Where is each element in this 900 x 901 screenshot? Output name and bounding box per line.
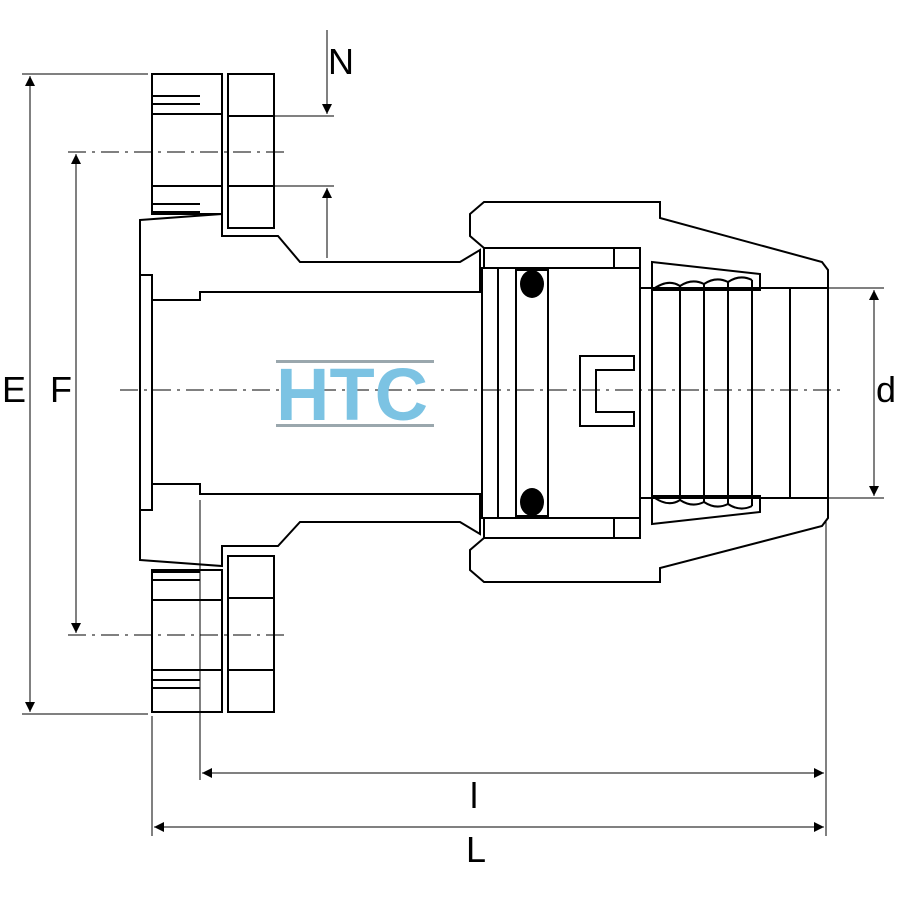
seal-carrier: [515, 269, 549, 517]
label-d: d: [876, 369, 896, 410]
label-F: F: [50, 369, 72, 410]
flange-upper-bolt-hole: [151, 113, 223, 187]
label-l: l: [470, 775, 478, 816]
nut-lower: [469, 497, 829, 583]
backing-ring-lower-bottom: [227, 669, 275, 713]
backing-ring-lower-top: [227, 555, 275, 599]
sleeve-lower: [483, 517, 615, 539]
nut-upper: [469, 201, 829, 289]
htc-logo: HTC: [276, 353, 434, 436]
flange-upper-top-block: [151, 73, 223, 115]
flange-upper-mid-block: [151, 185, 223, 215]
o-ring-lower: [520, 488, 544, 516]
grip-ring-upper: [651, 260, 761, 291]
backing-ring-upper-hole: [227, 115, 275, 187]
flange: [151, 73, 275, 713]
grip-ring-lower: [651, 495, 761, 526]
sleeve-upper: [483, 247, 615, 269]
backing-ring-lower-hole: [227, 597, 275, 671]
backing-ring-upper-top: [227, 73, 275, 117]
pipe-stop: [579, 355, 635, 427]
htc-logo-text: HTC: [276, 353, 428, 436]
fitting-bore: [481, 267, 641, 519]
label-N: N: [328, 41, 354, 82]
collet-rings: [651, 280, 791, 506]
flange-lower-bottom-block: [151, 669, 223, 713]
spigot-lower-wall: [139, 483, 481, 568]
backing-ring-upper-bottom: [227, 185, 275, 229]
spigot-body: [139, 212, 481, 568]
spigot-upper-wall: [139, 212, 481, 301]
o-ring-upper: [520, 270, 544, 298]
dimensions: [22, 30, 884, 836]
compression-fitting: [469, 201, 829, 583]
label-L: L: [466, 829, 486, 870]
label-E: E: [2, 369, 26, 410]
flange-lower-mid-block: [151, 569, 223, 601]
